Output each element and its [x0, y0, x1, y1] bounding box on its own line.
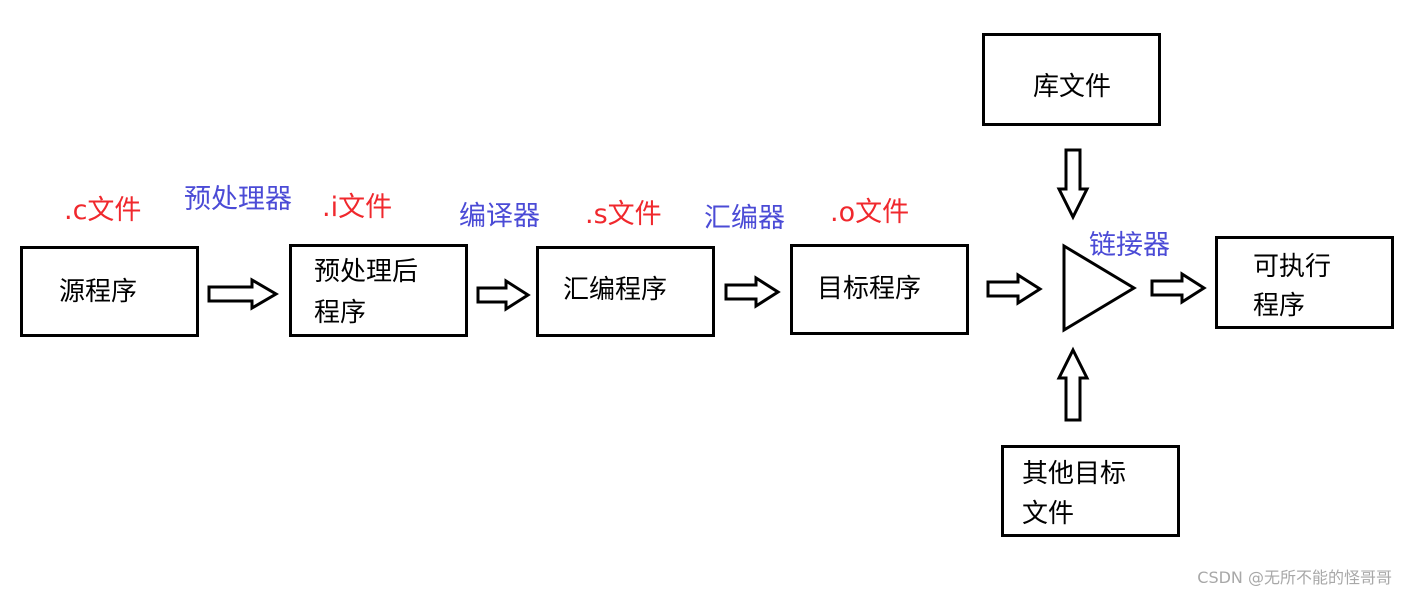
executable-program-label-line2: 程序	[1253, 291, 1306, 321]
compiler-label: 编译器	[459, 201, 540, 232]
linker-triangle-icon	[1062, 243, 1137, 333]
library-file-label: 库文件	[1033, 72, 1112, 102]
s-file-label: .s文件	[585, 199, 662, 230]
other-object-files-label-line2: 文件	[1022, 499, 1075, 529]
object-program-box: 目标程序	[790, 244, 969, 335]
arrow-right-icon	[207, 277, 279, 311]
arrow-right-icon	[476, 278, 531, 312]
other-object-files-box: 其他目标 文件	[1001, 445, 1180, 537]
arrow-up-icon	[1056, 346, 1090, 422]
executable-program-box: 可执行 程序	[1215, 236, 1394, 329]
preprocessed-program-label-line2: 程序	[314, 298, 367, 328]
assembly-program-label: 汇编程序	[563, 275, 668, 305]
source-program-box: 源程序	[20, 246, 199, 337]
csdn-watermark: CSDN @无所不能的怪哥哥	[1197, 568, 1392, 587]
i-file-label: .i文件	[322, 192, 393, 223]
arrow-right-icon	[724, 275, 781, 309]
o-file-label: .o文件	[830, 197, 910, 228]
other-object-files-label-line1: 其他目标	[1022, 459, 1127, 489]
arrow-right-icon	[1150, 271, 1207, 305]
executable-program-label-line1: 可执行	[1253, 252, 1332, 282]
arrow-down-icon	[1056, 148, 1090, 221]
preprocessed-program-box: 预处理后 程序	[289, 244, 468, 337]
linker-label: 链接器	[1089, 230, 1170, 261]
c-file-label: .c文件	[64, 195, 142, 226]
library-file-box: 库文件	[982, 33, 1161, 126]
assembler-label: 汇编器	[704, 203, 785, 234]
preprocessed-program-label-line1: 预处理后	[314, 257, 419, 287]
source-program-label: 源程序	[59, 277, 138, 307]
object-program-label: 目标程序	[817, 274, 922, 304]
arrow-right-icon	[986, 272, 1043, 306]
preprocessor-label: 预处理器	[184, 184, 292, 215]
assembly-program-box: 汇编程序	[536, 246, 715, 337]
